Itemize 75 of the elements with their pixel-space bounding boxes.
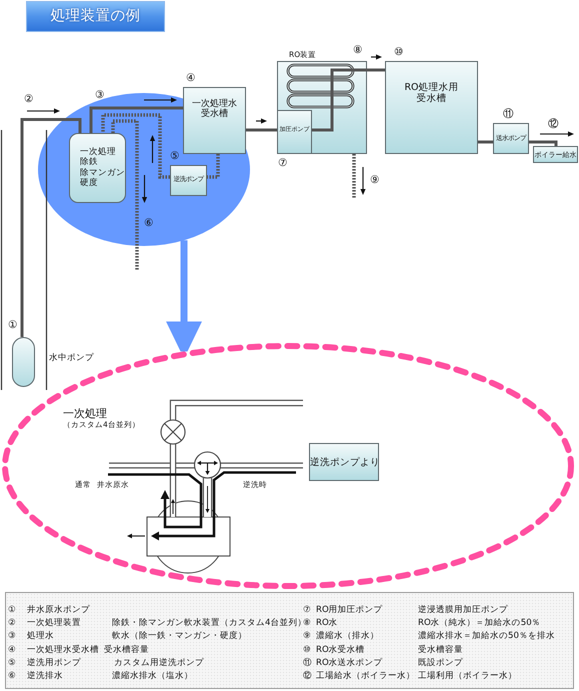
detail-callout-ellipse	[2, 343, 574, 589]
treatment-unit-box	[69, 133, 126, 203]
part-name: RO用加圧ポンプ	[316, 605, 383, 615]
node-label: 一次処理水受水槽	[192, 98, 238, 120]
callout-number: ⑦	[278, 157, 288, 169]
pipe	[478, 140, 493, 144]
pipe	[246, 128, 277, 132]
pump-box	[493, 123, 529, 154]
node-label: RO処理水用受水槽	[404, 83, 459, 104]
part-description: 濃縮水排水（塩水）	[112, 671, 193, 681]
node-label: 除鉄	[80, 157, 98, 168]
callout-number: ⑫	[548, 118, 559, 130]
node-label: 逆洗ポンプより	[310, 457, 380, 468]
item-number: ⑦	[303, 605, 311, 615]
pump-box	[277, 110, 312, 154]
callout-number: ③	[95, 89, 104, 101]
callout-number: ④	[186, 72, 196, 84]
callout-number: ⑪	[503, 108, 514, 120]
item-number: ⑪	[303, 658, 312, 668]
pump-caption: 水中ポンプ	[49, 353, 94, 363]
node-label: 除マンガン	[80, 168, 125, 178]
source-box	[309, 443, 379, 481]
feed-box	[533, 146, 578, 163]
dashed-pipe	[101, 113, 170, 179]
item-number: ②	[8, 618, 16, 628]
pipe	[20, 118, 82, 337]
callout-number: ⑩	[394, 46, 404, 58]
pipe	[312, 68, 385, 132]
item-number: ⑩	[303, 644, 311, 655]
dashed-pipe	[207, 154, 220, 179]
tank-box	[385, 61, 478, 154]
item-number: ③	[8, 631, 16, 642]
part-name: 逆洗排水	[27, 671, 63, 681]
pipe	[529, 140, 558, 146]
detail-heading: 一次処理	[63, 408, 107, 420]
part-name: RO水送水ポンプ	[316, 658, 383, 668]
callout-number: ⑧	[353, 44, 362, 56]
callout-number: ②	[24, 93, 34, 105]
part-description: 受水槽容量	[418, 644, 463, 655]
node-label: 一次処理	[80, 147, 116, 157]
item-number: ⑨	[303, 631, 311, 642]
part-description: 逆浸透膜用加圧ポンプ	[418, 605, 508, 615]
item-number: ④	[8, 644, 16, 655]
part-description: 濃縮水排水＝加給水の50％を排水	[418, 631, 555, 642]
part-name: 逆洗用ポンプ	[27, 658, 81, 668]
part-name: 井水原水ポンプ	[27, 605, 90, 615]
part-name: 一次処理装置	[27, 618, 81, 628]
part-name: 処理水	[27, 631, 54, 642]
part-name: RO水受水槽	[316, 644, 365, 655]
pump-capsule	[12, 337, 35, 387]
callout-number: ⑨	[370, 174, 380, 186]
callout-number: ⑥	[144, 217, 154, 229]
item-number: ⑥	[8, 671, 16, 681]
pump-box	[170, 165, 207, 196]
part-description: 軟水（除一鉄・マンガン・硬度）	[112, 631, 247, 642]
callout-number: ⑤	[170, 150, 180, 162]
item-number: ①	[8, 605, 16, 615]
part-name: 工場給水（ボイラー水）	[316, 671, 415, 681]
item-number: ⑤	[8, 658, 16, 668]
part-description: 受水槽容量	[104, 644, 149, 655]
part-description: 既設ポンプ	[418, 658, 463, 668]
callout-number: ①	[8, 319, 18, 331]
title-banner: 処理装置の例	[26, 1, 165, 32]
item-number: ⑫	[303, 671, 312, 681]
pipe	[90, 106, 183, 133]
tank-box	[183, 87, 246, 154]
dashed-pipe	[111, 119, 139, 270]
dashed-pipe	[352, 154, 356, 198]
node-label: 硬度	[80, 178, 98, 189]
part-description: カスタム用逆洗ポンプ	[114, 658, 204, 668]
part-description: RO水（純水）＝加給水の50％	[418, 618, 541, 628]
part-description: 工場利用（ボイラー水）	[418, 671, 517, 681]
part-name: 濃縮水（排水）	[316, 631, 379, 642]
part-name: 一次処理水受水槽	[27, 644, 99, 655]
part-name: RO水	[316, 618, 338, 628]
